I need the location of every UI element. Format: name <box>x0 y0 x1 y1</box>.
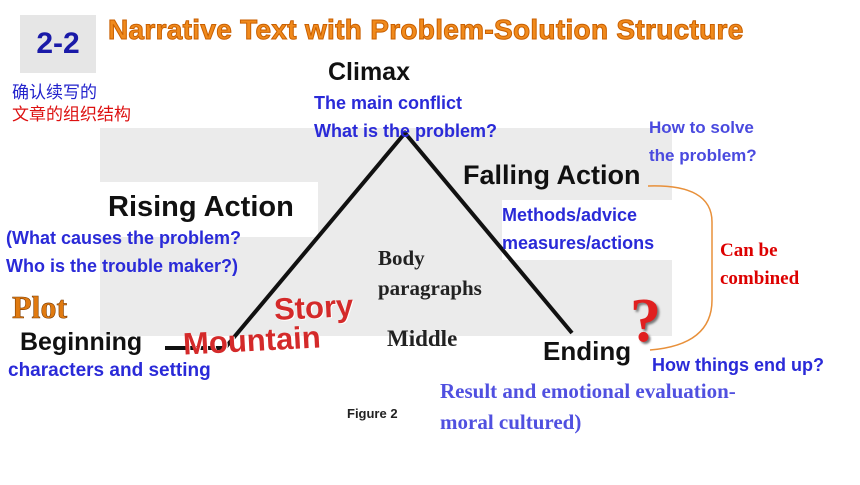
result-line-1: Result and emotional evaluation- <box>440 379 736 403</box>
mountain-outline <box>165 129 574 350</box>
ending-question: How things end up? <box>652 355 824 375</box>
solve-question-line-2: the problem? <box>649 146 757 165</box>
rising-description-line-2: Who is the trouble maker?) <box>6 256 239 276</box>
body-label-line-1: Body <box>378 246 425 270</box>
rising-description-line-1: (What causes the problem? <box>6 228 242 248</box>
combined-note-line-1: Can be <box>720 240 778 261</box>
result-line-2: moral cultured) <box>440 410 582 434</box>
figure-caption: Figure 2 <box>347 406 398 421</box>
question-mark-icon: ? <box>630 287 661 355</box>
falling-description-line-1: Methods/advice <box>502 205 638 225</box>
plot-label: Plot <box>12 289 68 326</box>
solve-question-line-1: How to solve <box>649 118 754 137</box>
falling-description-line-2: measures/actions <box>502 233 655 253</box>
page-title: Narrative Text with Problem-Solution Str… <box>108 14 744 46</box>
combined-note-line-2: combined <box>720 268 800 289</box>
mountain-word: Mountain <box>182 319 322 362</box>
chinese-note-line-1: 确认续写的 <box>12 83 97 103</box>
beginning-description: characters and setting <box>8 360 211 381</box>
chinese-note-line-2: 文章的组织结构 <box>12 105 131 125</box>
climax-description-line-2: What is the problem? <box>314 121 498 141</box>
climax-label-backdrop <box>325 60 425 90</box>
falling-desc-backdrop <box>502 200 677 260</box>
falling-action-label: Falling Action <box>463 160 641 190</box>
middle-label: Middle <box>387 326 458 351</box>
ending-label: Ending <box>543 336 632 366</box>
rising-label-backdrop <box>100 182 318 237</box>
climax-description-line-1: The main conflict <box>314 93 463 113</box>
beginning-label: Beginning <box>20 328 143 356</box>
rising-action-label: Rising Action <box>108 191 294 223</box>
combine-brace <box>647 185 713 351</box>
section-badge: 2-2 <box>20 15 96 73</box>
climax-label: Climax <box>328 58 410 86</box>
body-label-line-2: paragraphs <box>378 276 482 300</box>
